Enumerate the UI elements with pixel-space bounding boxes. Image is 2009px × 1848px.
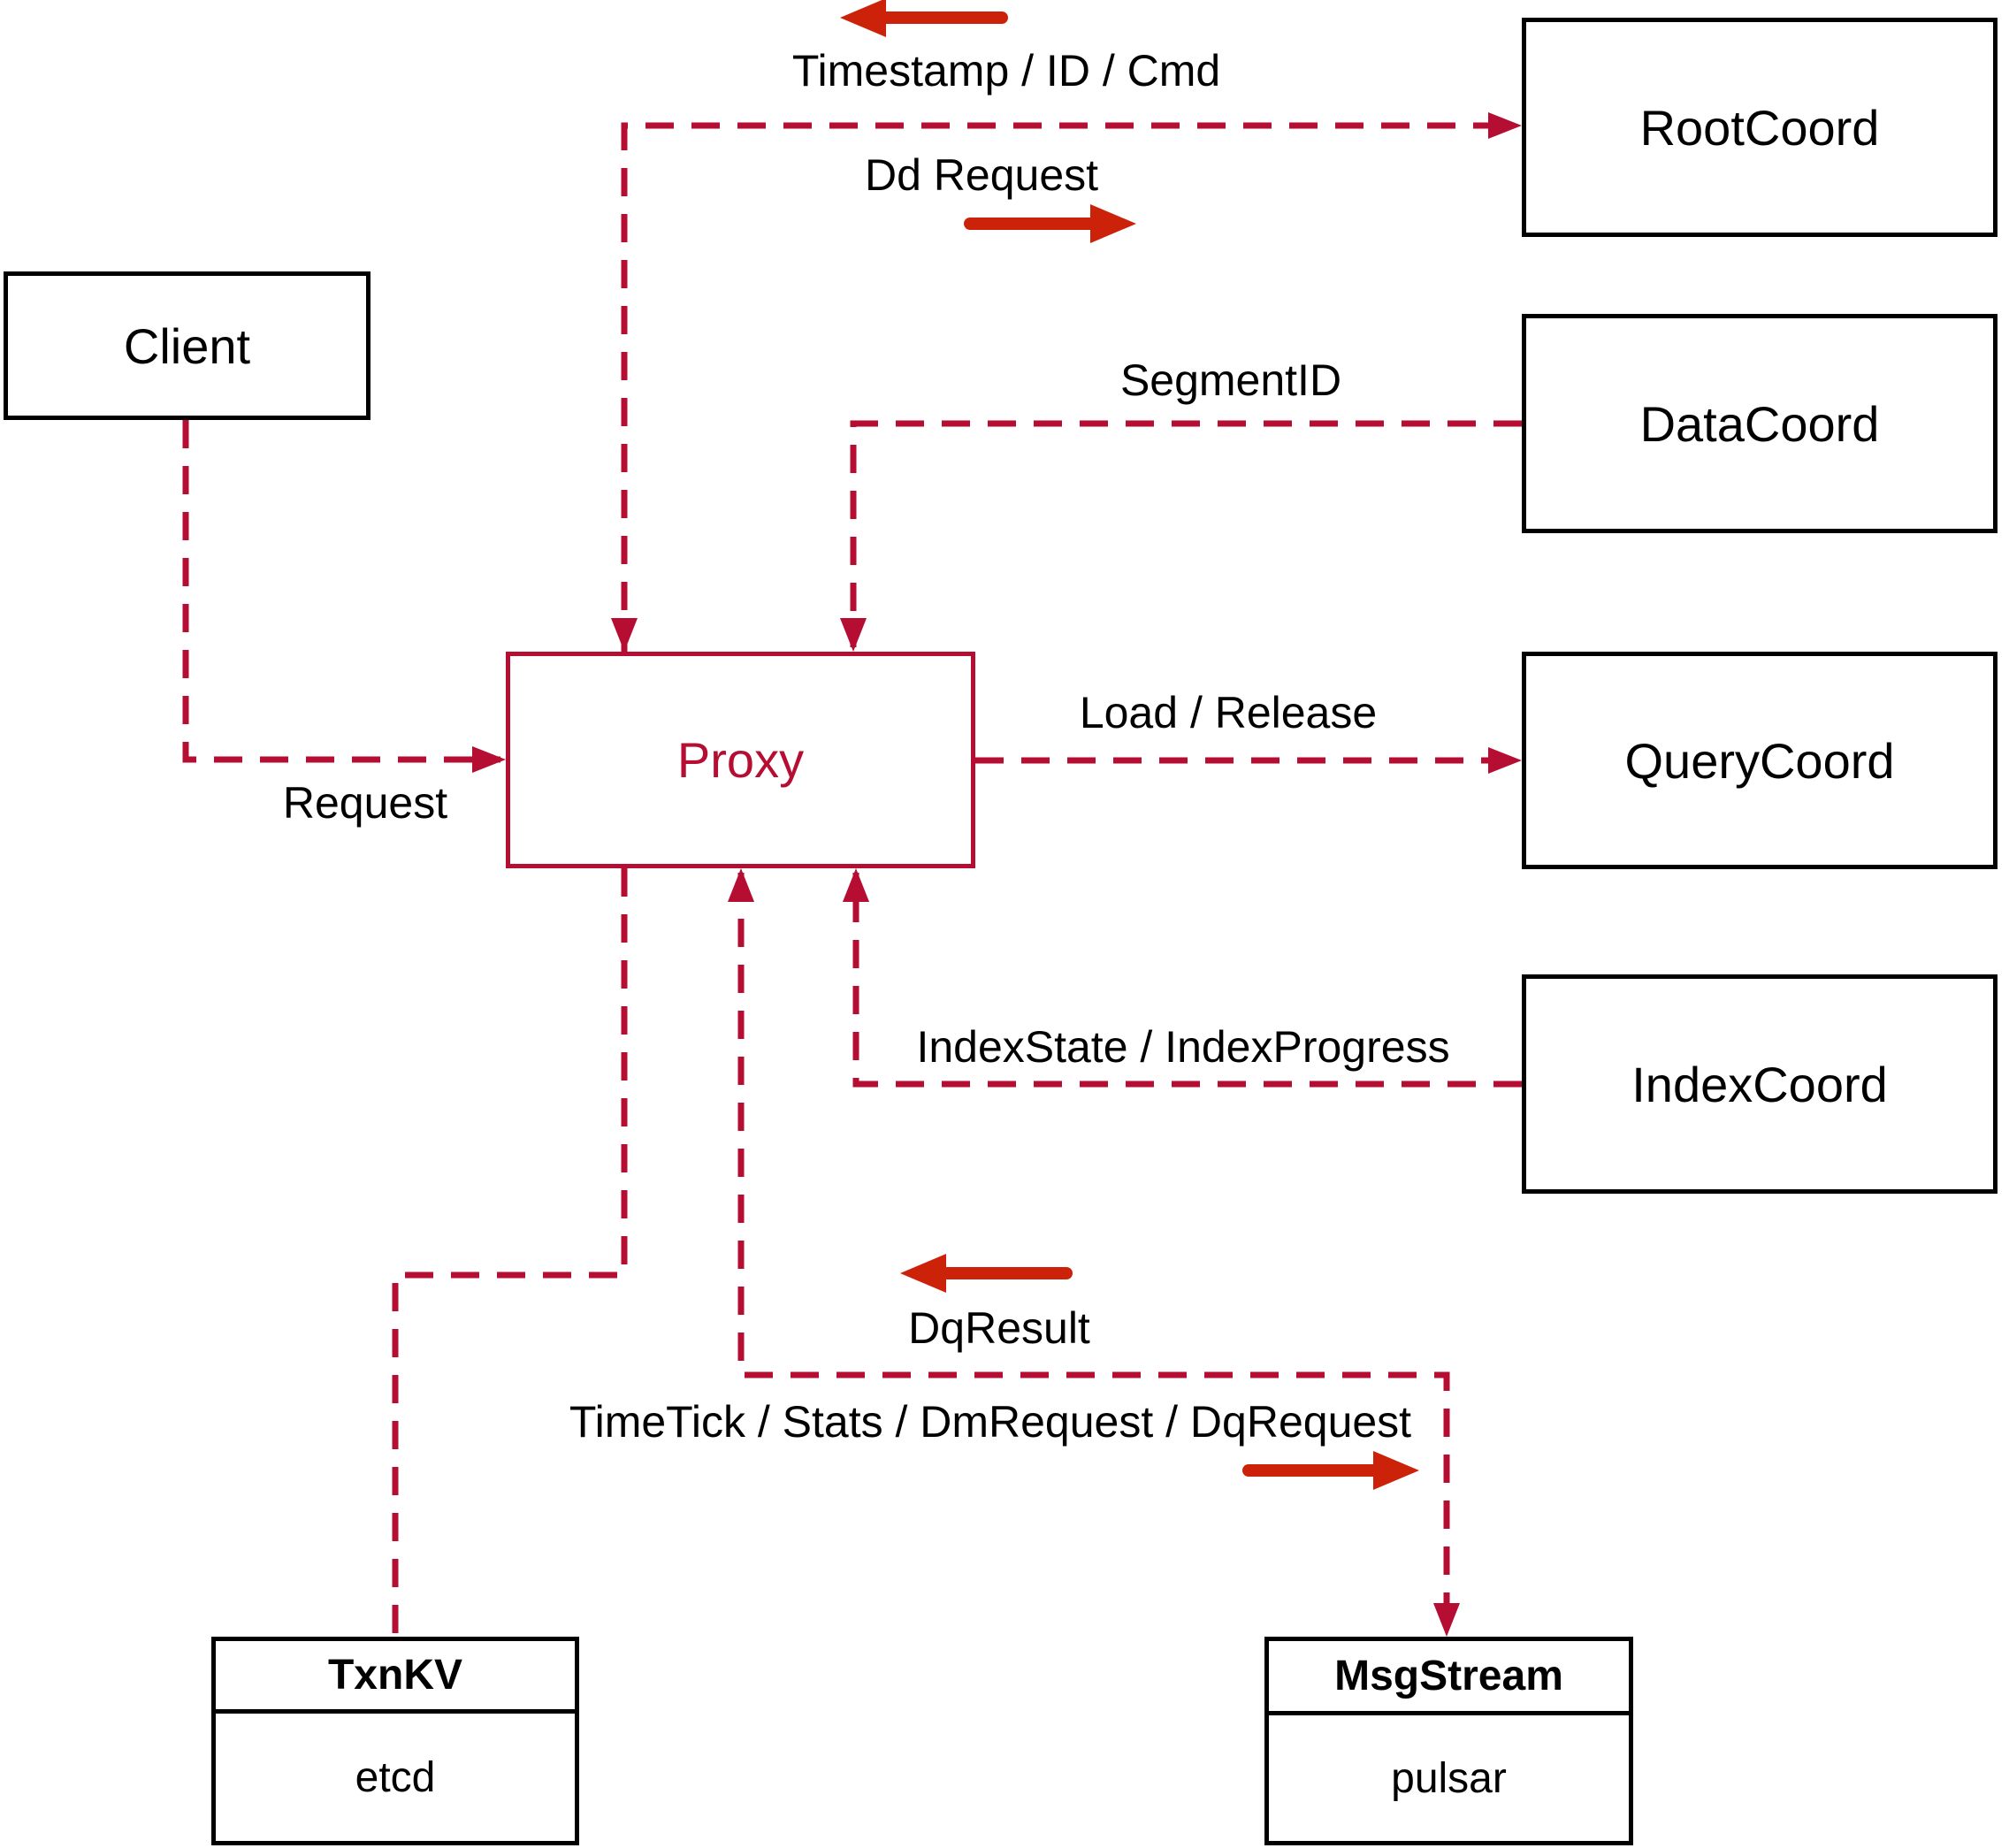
node-txnkv-title: TxnKV bbox=[216, 1641, 575, 1714]
connector-proxy-rootcoord-arrowhead-1 bbox=[1488, 112, 1522, 139]
thick-arrow-rootcoord-to-proxy-direction-head bbox=[840, 0, 886, 37]
node-rootcoord-label: RootCoord bbox=[1639, 99, 1880, 156]
node-client-label: Client bbox=[123, 317, 251, 374]
edge-label-timestamp-id-cmd: Timestamp / ID / Cmd bbox=[791, 46, 1221, 95]
node-txnkv: TxnKV etcd bbox=[211, 1637, 579, 1845]
connector-indexcoord-proxy-arrowhead-0 bbox=[843, 868, 869, 902]
edge-label-dq-result: DqResult bbox=[908, 1303, 1090, 1353]
node-querycoord-label: QueryCoord bbox=[1624, 732, 1895, 789]
thick-arrow-proxy-to-msgstream-direction-head bbox=[1373, 1451, 1419, 1490]
edge-label-indexstate-indexprogress: IndexState / IndexProgress bbox=[916, 1022, 1450, 1072]
connector-proxy-msgstream-arrowhead-1 bbox=[1433, 1603, 1460, 1637]
edge-label-request: Request bbox=[282, 778, 448, 828]
connector-datacoord-proxy bbox=[850, 420, 1522, 647]
node-msgstream-title: MsgStream bbox=[1269, 1641, 1629, 1715]
node-rootcoord: RootCoord bbox=[1522, 18, 1998, 237]
thick-arrow-msgstream-to-proxy-direction-head bbox=[900, 1254, 946, 1293]
connector-proxy-msgstream-arrowhead-0 bbox=[728, 868, 754, 902]
node-querycoord: QueryCoord bbox=[1522, 652, 1998, 869]
node-indexcoord-label: IndexCoord bbox=[1631, 1056, 1888, 1112]
node-datacoord: DataCoord bbox=[1522, 314, 1998, 533]
edge-label-load-release: Load / Release bbox=[1079, 688, 1378, 737]
node-proxy-label: Proxy bbox=[676, 732, 805, 788]
edge-label-timetick-stats-dmrequest-dqrequest: TimeTick / Stats / DmRequest / DqRequest bbox=[569, 1397, 1412, 1447]
connector-proxy-msgstream bbox=[737, 873, 1450, 1632]
connector-proxy-rootcoord bbox=[621, 122, 1517, 656]
edge-label-segment-id: SegmentID bbox=[1119, 355, 1342, 405]
connector-client-proxy-arrowhead-0 bbox=[472, 746, 506, 773]
connector-proxy-querycoord-arrowhead-0 bbox=[1488, 747, 1522, 774]
edge-label-dd-request: Dd Request bbox=[864, 150, 1099, 200]
node-client: Client bbox=[4, 271, 370, 420]
node-txnkv-body: etcd bbox=[355, 1753, 436, 1801]
connector-proxy-rootcoord-arrowhead-0 bbox=[611, 618, 638, 652]
node-indexcoord: IndexCoord bbox=[1522, 974, 1998, 1194]
connector-indexcoord-proxy bbox=[852, 873, 1522, 1088]
connector-datacoord-proxy-arrowhead-0 bbox=[840, 618, 867, 652]
node-datacoord-label: DataCoord bbox=[1639, 395, 1880, 452]
node-msgstream: MsgStream pulsar bbox=[1264, 1637, 1633, 1845]
node-msgstream-body: pulsar bbox=[1391, 1754, 1507, 1802]
connector-proxy-txnkv bbox=[392, 868, 628, 1637]
thick-arrow-proxy-to-rootcoord-direction-head bbox=[1090, 204, 1136, 243]
connector-client-proxy bbox=[182, 420, 500, 763]
node-proxy: Proxy bbox=[506, 652, 975, 868]
